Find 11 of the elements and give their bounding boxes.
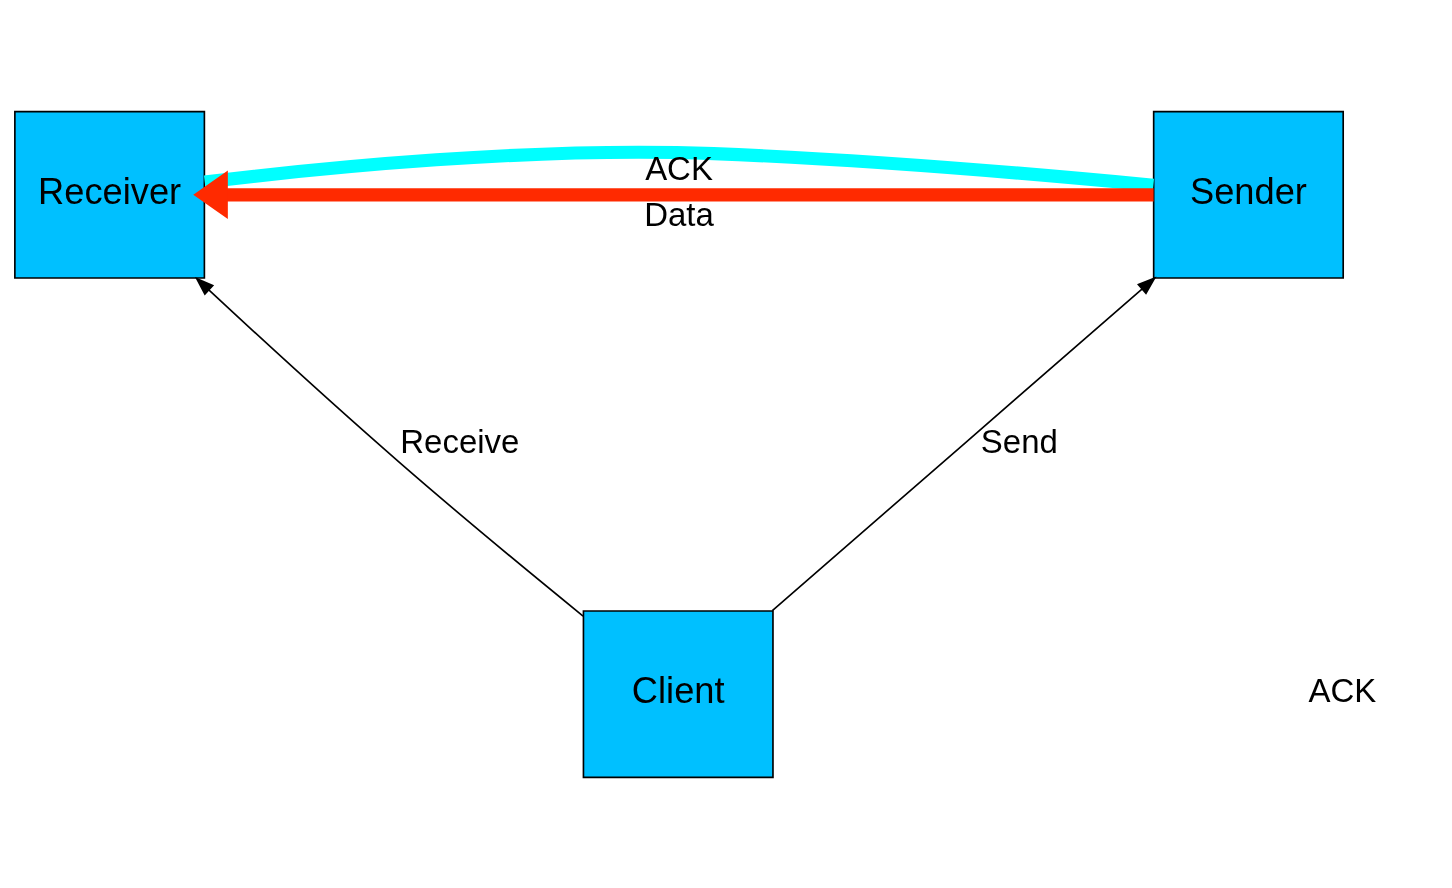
arrow	[771, 275, 1157, 611]
edge-label: Send	[980, 422, 1058, 460]
node-box: Sender	[1152, 110, 1345, 279]
edge-label: ACK	[645, 149, 713, 187]
edge-label: Receive	[400, 422, 520, 460]
arrow	[194, 276, 584, 617]
node-box: Client	[582, 609, 774, 778]
node-box: Receiver	[14, 110, 206, 279]
edge-label: Data	[644, 195, 714, 233]
arrow	[193, 170, 1154, 219]
label: ACK	[1308, 671, 1377, 709]
